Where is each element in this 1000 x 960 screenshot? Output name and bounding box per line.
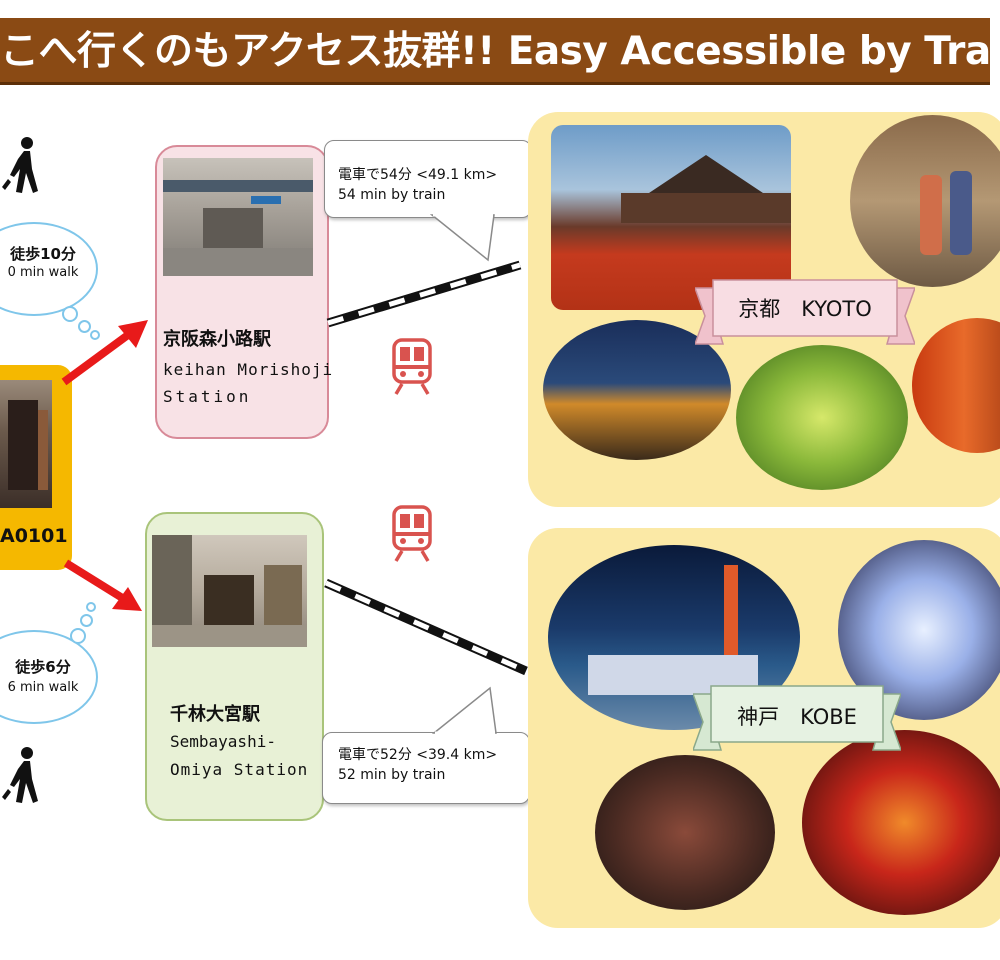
walk-time-jp: 徒歩10分 [10, 245, 76, 263]
station-name-en: Omiya Station [170, 760, 309, 779]
station-name-en: Sembayashi- [170, 732, 276, 751]
kiyomizu-temple-photo [551, 125, 791, 310]
walk-cloud-bottom [0, 630, 98, 724]
keihan-station-photo [163, 158, 313, 276]
walk-time-jp: 徒歩6分 [15, 658, 71, 676]
arrow-to-kobe-station [63, 559, 142, 611]
train-time-jp: 電車で52分 <39.4 km> [338, 747, 498, 763]
bubble-tail [430, 214, 495, 262]
banner-title: こへ行くのもアクセス抜群!! Easy Accessible by Train [0, 29, 990, 74]
cloud-dot [70, 628, 86, 644]
property-photo [0, 380, 52, 508]
station-name-en: keihan Morishoji [163, 360, 334, 379]
title-banner [0, 18, 990, 85]
walk-time-en: 0 min walk [7, 265, 79, 280]
arrow-to-kyoto-station [61, 320, 148, 386]
rail-track-kyoto [326, 260, 522, 328]
cloud-dot [80, 614, 93, 627]
kobe-chinatown-photo [802, 730, 1000, 915]
cloud-dot [86, 602, 96, 612]
kobe-label: 神戸 KOBE [737, 705, 857, 729]
train-time-en: 54 min by train [338, 187, 446, 203]
pedestrian-icon [2, 747, 38, 803]
bubble-tail [432, 686, 497, 734]
train-time-jp: 電車で54分 <49.1 km> [338, 167, 498, 183]
walk-cloud-top [0, 222, 98, 316]
kyoto-street-photo [850, 115, 1000, 287]
bamboo-forest-photo [736, 345, 908, 490]
train-time-bubble [322, 732, 530, 804]
station-name-jp: 京阪森小路駅 [163, 329, 271, 350]
cloud-dot [78, 320, 91, 333]
train-time-bubble [324, 140, 532, 218]
kyoto-label-ribbon [695, 279, 915, 345]
cloud-dot [62, 306, 78, 322]
walk-time-en: 6 min walk [7, 680, 79, 695]
sembayashi-station-photo [152, 535, 307, 647]
train-icon [392, 505, 432, 562]
pedestrian-icon [2, 137, 38, 193]
station-name-jp: 千林大宮駅 [170, 704, 260, 725]
kobe-label-ribbon [693, 685, 901, 751]
kobe-beef-photo [595, 755, 775, 910]
property-code: A0101 [0, 525, 68, 547]
rail-track-kobe [324, 578, 528, 676]
train-icon [392, 338, 432, 395]
station-name-en: Station [163, 387, 252, 406]
cloud-dot [90, 330, 100, 340]
kyoto-label: 京都 KYOTO [738, 297, 872, 321]
train-time-en: 52 min by train [338, 767, 446, 783]
